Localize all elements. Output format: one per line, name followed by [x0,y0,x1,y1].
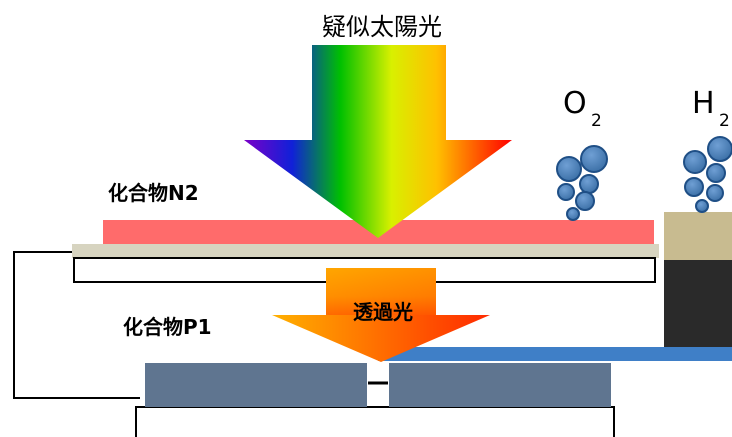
svg-text:2: 2 [591,111,602,131]
svg-text:O: O [563,86,587,121]
svg-text:H: H [692,86,715,121]
compound-n2-label: 化合物N2 [108,181,199,205]
compound-p1-block-left [145,363,367,407]
transmitted-light-label: 透過光 [353,300,413,324]
sunlight-arrow [244,45,512,238]
conductive-strip [378,347,732,361]
substrate-layer [72,244,659,258]
external-wire [13,251,388,399]
oxygen-bubbles [556,145,608,221]
svg-text:2: 2 [719,111,730,131]
compound-p1-block-right [389,363,611,407]
compound-p1-label: 化合物P1 [123,315,212,339]
light-source-label: 疑似太陽光 [322,13,442,41]
hydrogen-label: H 2 [692,86,730,131]
oxygen-label: O 2 [563,86,602,131]
counter-electrode [664,212,732,347]
hydrogen-bubbles [683,136,732,213]
bottom-container [135,406,615,437]
